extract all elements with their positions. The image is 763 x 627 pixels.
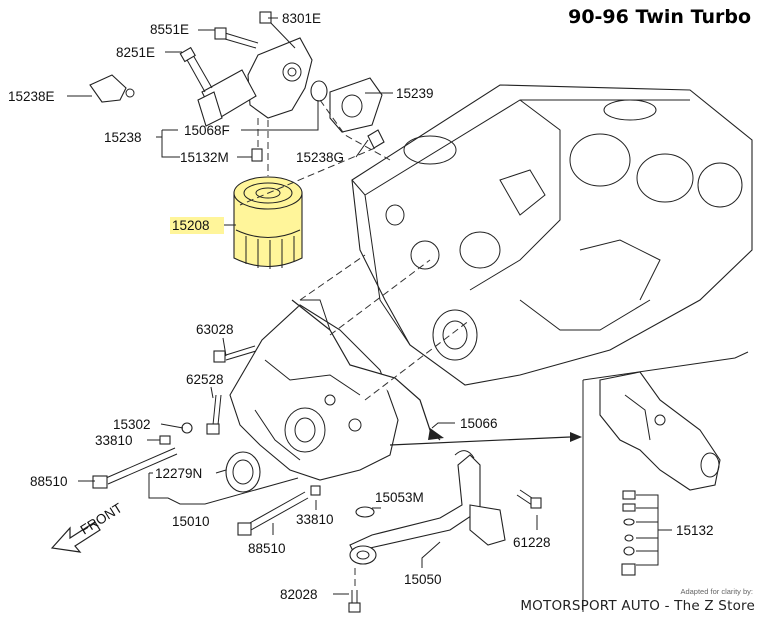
label-15238E: 15238E [8, 89, 55, 104]
front-label: FRONT [78, 500, 125, 537]
label-15208: 15208 [172, 218, 210, 233]
part-labels: 8551E 8301E 8251E 15238E 15239 15238 150… [8, 11, 714, 602]
label-15239: 15239 [396, 86, 434, 101]
bolt-88510b [237, 491, 309, 536]
label-61228: 61228 [513, 535, 551, 550]
label-88510-left: 88510 [30, 474, 68, 489]
label-15010: 15010 [172, 514, 210, 529]
front-cover-15010 [229, 299, 399, 481]
engine-block [351, 84, 753, 386]
label-8301E: 8301E [282, 11, 321, 26]
label-82028: 82028 [280, 587, 318, 602]
credit-adapted-by: Adapted for clarity by: [680, 587, 753, 596]
label-15068F: 15068F [184, 123, 230, 138]
washer-33810a [159, 435, 171, 445]
label-62528: 62528 [186, 372, 224, 387]
bolt-88510a [92, 447, 178, 489]
label-33810-lower: 33810 [296, 512, 334, 527]
label-15132: 15132 [676, 523, 714, 538]
label-15053M: 15053M [375, 490, 424, 505]
label-8251E: 8251E [116, 45, 155, 60]
front-direction-icon: FRONT [50, 500, 125, 553]
washer-33810b [310, 485, 321, 496]
gasket-15053M [355, 506, 375, 518]
seal-12279N [225, 451, 261, 493]
label-12279N: 12279N [155, 466, 202, 481]
label-15066: 15066 [460, 416, 498, 431]
label-15238G: 15238G [296, 150, 344, 165]
label-8551E: 8551E [150, 22, 189, 37]
bolt-61228 [516, 489, 542, 509]
washer-15302 [181, 422, 193, 434]
inset-oil-pump-detail [582, 351, 749, 612]
bolt-63028 [213, 345, 257, 363]
label-15208-highlight [170, 217, 224, 234]
label-15050: 15050 [404, 572, 442, 587]
pointer-arrow-icon [570, 432, 582, 442]
leader-lines [67, 17, 672, 595]
label-33810-upper: 33810 [95, 433, 133, 448]
gasket-arrow-icon [428, 428, 444, 440]
bolt-62528 [206, 394, 222, 435]
label-15238: 15238 [104, 130, 142, 145]
bolt-82028 [348, 590, 361, 613]
diagram-title: 90-96 Twin Turbo [568, 6, 751, 28]
oil-strainer-15050 [349, 450, 506, 565]
filter-bracket-assembly [89, 11, 385, 162]
label-15132M: 15132M [180, 150, 229, 165]
label-63028: 63028 [196, 322, 234, 337]
oil-filter-15208[interactable] [233, 176, 303, 269]
credit-store-name: MOTORSPORT AUTO - The Z Store [520, 598, 755, 614]
label-88510-lower: 88510 [248, 541, 286, 556]
label-15302: 15302 [113, 417, 151, 432]
